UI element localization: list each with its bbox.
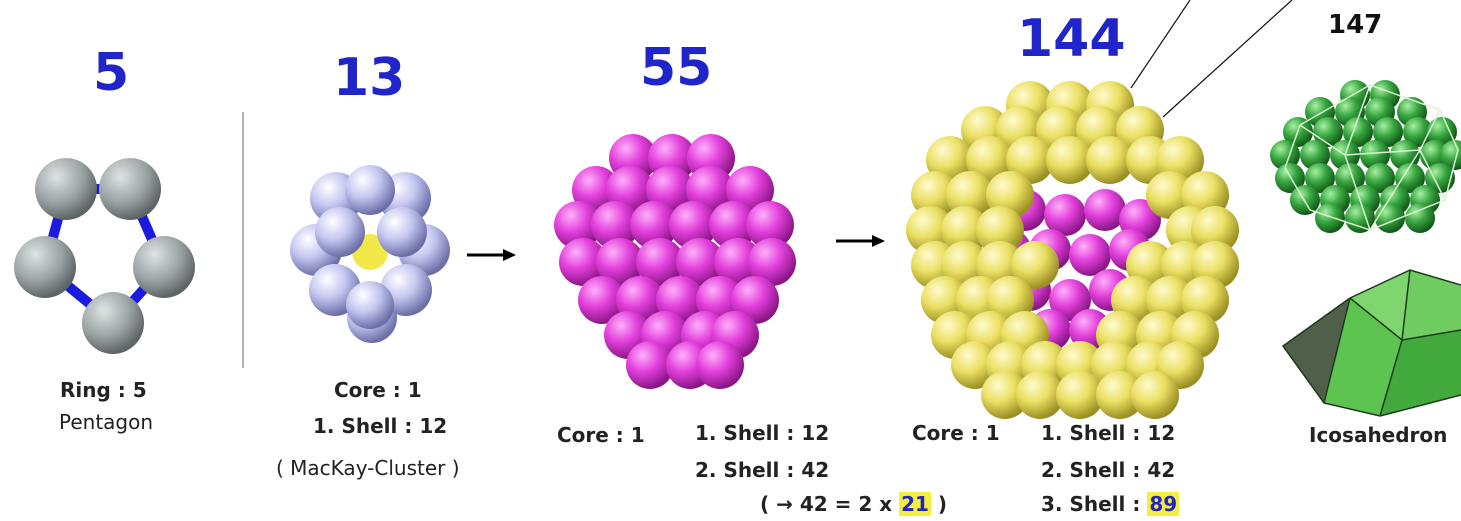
mackay-cluster-icon <box>290 165 450 343</box>
third-shell3-prefix: 3. Shell : <box>1041 492 1148 516</box>
green-atom <box>1315 203 1345 233</box>
green-atom <box>1405 203 1435 233</box>
inner-magenta-atom <box>1049 279 1091 321</box>
yellow-atom <box>951 341 999 389</box>
mackay-core: Core : 1 <box>334 378 422 402</box>
magenta-atom <box>676 238 724 286</box>
count-second: 55 <box>640 38 713 98</box>
third-shell3-value: 89 <box>1147 492 1180 516</box>
second-note-value: 21 <box>899 492 931 516</box>
second-note: ( → 42 = 2 x 21 ) <box>760 492 948 516</box>
second-shell2: 2. Shell : 42 <box>695 458 830 482</box>
yellow-atom <box>1086 136 1134 184</box>
count-third: 144 <box>1017 9 1126 69</box>
second-note-suffix: ) <box>930 492 948 516</box>
green-atom <box>1440 140 1461 170</box>
green-atom <box>1345 203 1375 233</box>
count-mackay: 13 <box>333 48 406 108</box>
second-note-prefix: ( → 42 = 2 x <box>760 492 900 516</box>
count-ring: 5 <box>93 43 130 103</box>
yellow-cluster-icon <box>906 81 1239 419</box>
magenta-atom <box>714 238 762 286</box>
magenta-cluster-icon <box>554 134 796 389</box>
yellow-atom <box>1131 371 1179 419</box>
arrow-right-icon-2 <box>836 235 885 247</box>
yellow-atom <box>1146 171 1194 219</box>
green-atom <box>1365 163 1395 193</box>
green-atom <box>1427 117 1457 147</box>
yellow-atom <box>1191 206 1239 254</box>
magenta-atom <box>591 201 639 249</box>
green-atom <box>1290 185 1320 215</box>
magenta-atom <box>578 276 626 324</box>
icosahedron-solid-icon <box>1281 269 1461 417</box>
magenta-atom <box>746 201 794 249</box>
magenta-atom <box>731 276 779 324</box>
inner-magenta-atom <box>1084 189 1126 231</box>
yellow-atom <box>941 206 989 254</box>
third-shell1: 1. Shell : 12 <box>1041 421 1176 445</box>
magenta-atom <box>696 341 744 389</box>
icosahedron-label: Icosahedron <box>1309 423 1448 447</box>
magenta-atom <box>709 201 757 249</box>
yellow-atom <box>1046 136 1094 184</box>
green-atom <box>1305 163 1335 193</box>
icosahedron-edges <box>1344 109 1446 201</box>
inner-magenta-atom <box>1044 194 1086 236</box>
magenta-atom <box>636 238 684 286</box>
green-atom <box>1360 140 1390 170</box>
magenta-atom <box>669 201 717 249</box>
pointer-line-2 <box>1162 0 1293 118</box>
third-shell3: 3. Shell : 89 <box>1041 492 1180 516</box>
yellow-atom <box>1011 241 1059 289</box>
ring-title: Ring : 5 <box>60 378 147 402</box>
yellow-atom <box>911 171 959 219</box>
yellow-atom <box>1056 371 1104 419</box>
green-atom <box>1300 140 1330 170</box>
count-icosa: 147 <box>1328 10 1383 40</box>
green-atom <box>1275 163 1305 193</box>
magenta-atom <box>626 341 674 389</box>
magenta-atom <box>554 201 602 249</box>
yellow-atom <box>1006 136 1054 184</box>
mackay-shell1: 1. Shell : 12 <box>313 414 448 438</box>
third-shell2: 2. Shell : 42 <box>1041 458 1176 482</box>
mackay-note: ( MacKay-Cluster ) <box>276 456 460 480</box>
green-atom <box>1373 117 1403 147</box>
icosahedron-edges <box>1344 149 1421 232</box>
icosahedron-cluster-icon <box>1270 80 1461 233</box>
pointer-line-1 <box>1130 0 1191 89</box>
ring-subtitle: Pentagon <box>59 410 154 434</box>
arrow-right-icon-1 <box>467 249 516 261</box>
magenta-atom <box>559 238 607 286</box>
yellow-atom <box>981 371 1029 419</box>
green-atom <box>1425 163 1455 193</box>
magenta-atom <box>596 238 644 286</box>
third-core: Core : 1 <box>912 421 1000 445</box>
inner-magenta-atom <box>1069 234 1111 276</box>
magenta-atom <box>630 201 678 249</box>
yellow-atom <box>1096 371 1144 419</box>
green-atom <box>1335 163 1365 193</box>
green-atom <box>1395 163 1425 193</box>
magenta-atom <box>748 238 796 286</box>
second-core: Core : 1 <box>557 423 645 447</box>
yellow-atom <box>946 171 994 219</box>
yellow-atom <box>906 206 954 254</box>
yellow-atom <box>976 206 1024 254</box>
second-shell1: 1. Shell : 12 <box>695 421 830 445</box>
yellow-atom <box>1016 371 1064 419</box>
yellow-atom <box>966 136 1014 184</box>
pentagon-ring-icon <box>14 158 195 354</box>
